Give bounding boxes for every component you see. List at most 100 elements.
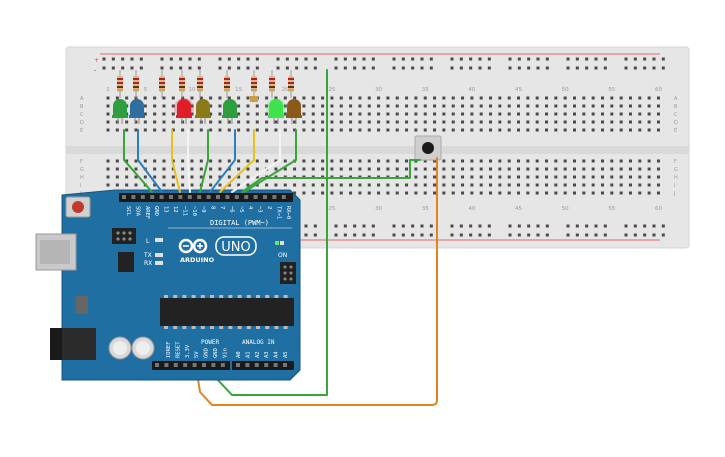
resistor[interactable] [251, 70, 257, 98]
push-button[interactable] [414, 135, 442, 161]
column-number: 60 [655, 87, 662, 93]
digital-pin-label: 12 [172, 206, 178, 213]
rx-label: RX [144, 260, 152, 267]
column-number: 40 [468, 87, 475, 93]
row-letter: D [674, 120, 678, 126]
icsp-header-right [280, 262, 296, 284]
green-signal-wire[interactable] [199, 129, 209, 193]
column-number: 25 [328, 87, 335, 93]
digital-pin-label: RX←0 [285, 206, 291, 219]
analog-pin-label: A4 [274, 351, 280, 358]
power-header[interactable] [152, 361, 230, 370]
yellow-led[interactable] [195, 99, 211, 124]
green-led[interactable] [266, 98, 286, 124]
analog-header[interactable] [232, 361, 294, 370]
digital-pin-label: 8 [210, 206, 216, 209]
digital-pin-label: GND [153, 206, 159, 216]
column-number: 55 [608, 87, 615, 93]
digital-header[interactable] [119, 193, 293, 202]
digital-pin-label: SCL [125, 206, 131, 217]
blue-signal-wire[interactable] [137, 129, 163, 193]
row-letter: A [80, 96, 84, 102]
green-led[interactable] [222, 99, 238, 124]
column-number: 20 [282, 87, 289, 93]
red-led[interactable] [174, 98, 194, 124]
row-letter: J [673, 191, 675, 197]
tx-label: TX [143, 252, 152, 259]
row-letter: E [674, 128, 677, 134]
arduino-wordmark: ARDUINO [180, 256, 215, 264]
voltage-regulator [76, 296, 88, 314]
analog-pin-label: A3 [264, 351, 270, 358]
row-letter: A [674, 96, 678, 102]
white-signal-wire[interactable] [231, 129, 281, 193]
brown-led[interactable] [286, 99, 302, 124]
row-letter: H [80, 175, 84, 181]
column-number: 30 [375, 87, 382, 93]
power-pin-label: GND [213, 348, 219, 358]
power-pin-label: 5V [194, 351, 200, 358]
green-signal-wire[interactable] [123, 129, 153, 193]
resistor[interactable] [133, 70, 139, 98]
column-number: 50 [562, 87, 569, 93]
resistor[interactable] [197, 70, 203, 98]
digital-pin-label: 13 [163, 206, 169, 213]
button-signal-wire[interactable] [241, 159, 421, 193]
digital-pin-label: ~10 [191, 206, 197, 216]
column-number: 15 [235, 87, 242, 93]
resistor[interactable] [269, 70, 275, 98]
resistor[interactable] [288, 70, 294, 98]
digital-pwm-label: DIGITAL (PWM~) [210, 219, 269, 227]
rail-minus-mark: - [94, 67, 96, 74]
digital-pin-label: 2 [266, 206, 272, 209]
icsp-header-top [112, 228, 136, 244]
blue-led-indicator[interactable] [250, 96, 258, 102]
row-letter: B [80, 104, 84, 110]
digital-pin-label: SDA [134, 206, 140, 217]
row-letter: E [80, 128, 83, 134]
yellow-signal-wire[interactable] [171, 129, 181, 193]
blue-signal-wire[interactable] [209, 129, 236, 193]
column-number: 5 [144, 87, 148, 93]
resistor-array[interactable] [117, 70, 294, 98]
digital-pin-label: 7 [219, 206, 225, 209]
led-array[interactable] [112, 96, 302, 124]
row-letter: F [674, 159, 677, 165]
analog-pin-label: A5 [283, 351, 289, 358]
on-label: ON [278, 252, 287, 259]
uno-label: UNO [221, 240, 250, 255]
green-signal-wire[interactable] [243, 129, 297, 193]
row-letter: H [674, 175, 678, 181]
row-letter: G [674, 167, 678, 173]
resistor[interactable] [159, 70, 165, 98]
yellow-signal-wire[interactable] [219, 129, 255, 193]
row-letter: I [674, 183, 675, 189]
usb-chip [118, 252, 134, 272]
digital-jumper-wires[interactable] [123, 129, 421, 193]
analog-pin-label: A2 [255, 351, 261, 358]
digital-pin-label: ~5 [238, 206, 244, 213]
digital-pin-label: TX→1 [275, 206, 281, 219]
column-number: 45 [515, 206, 522, 212]
resistor[interactable] [224, 70, 230, 98]
resistor[interactable] [179, 70, 185, 98]
row-letter: D [80, 120, 84, 126]
row-letter: B [674, 104, 678, 110]
digital-pin-label: ~3 [257, 206, 263, 213]
resistor[interactable] [117, 70, 123, 98]
row-letter: G [80, 167, 84, 173]
power-pin-label: 3.3V [185, 344, 191, 358]
green-led[interactable] [112, 99, 128, 124]
power-5v-wire[interactable] [195, 157, 438, 406]
blue-led[interactable] [129, 99, 145, 124]
atmega-chip [160, 298, 294, 326]
column-number: 45 [515, 87, 522, 93]
white-signal-wire[interactable] [187, 129, 191, 193]
power-section-label: POWER [201, 339, 219, 346]
rail-plus-mark: + [94, 57, 99, 64]
row-letter: I [80, 183, 81, 189]
